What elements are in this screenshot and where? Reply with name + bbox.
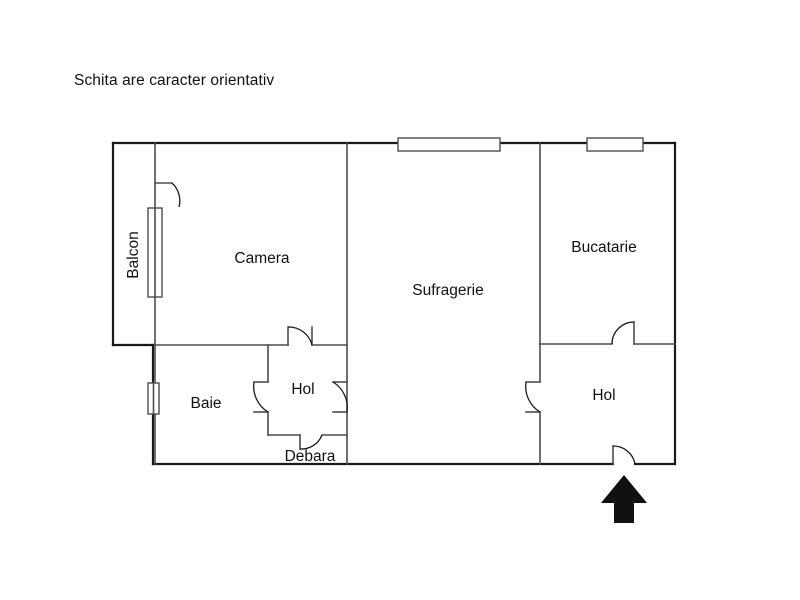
room-label-bucatarie: Bucatarie xyxy=(571,239,636,256)
door-sufragerie-holright xyxy=(525,381,541,413)
room-label-sufragerie: Sufragerie xyxy=(412,282,484,299)
door-hol-sufragerie xyxy=(332,381,348,413)
door-camera-hol xyxy=(287,326,313,346)
room-label-camera: Camera xyxy=(234,250,290,267)
room-label-hol-right: Hol xyxy=(592,387,615,404)
page-title: Schita are caracter orientativ xyxy=(74,72,275,89)
door-entrance xyxy=(612,445,636,465)
room-label-baie: Baie xyxy=(190,395,221,412)
door-balcon-camera xyxy=(171,182,181,208)
door-baie-hol xyxy=(253,381,269,413)
window-bucatarie xyxy=(586,137,644,152)
window-sufragerie xyxy=(397,137,501,152)
door-bucatarie-hol xyxy=(611,321,635,345)
entrance-arrow xyxy=(601,475,647,523)
room-label-balcon: Balcon xyxy=(125,231,142,278)
room-label-debara: Debara xyxy=(285,448,336,465)
door-hol-debara xyxy=(299,434,323,450)
room-label-hol-left: Hol xyxy=(291,381,314,398)
